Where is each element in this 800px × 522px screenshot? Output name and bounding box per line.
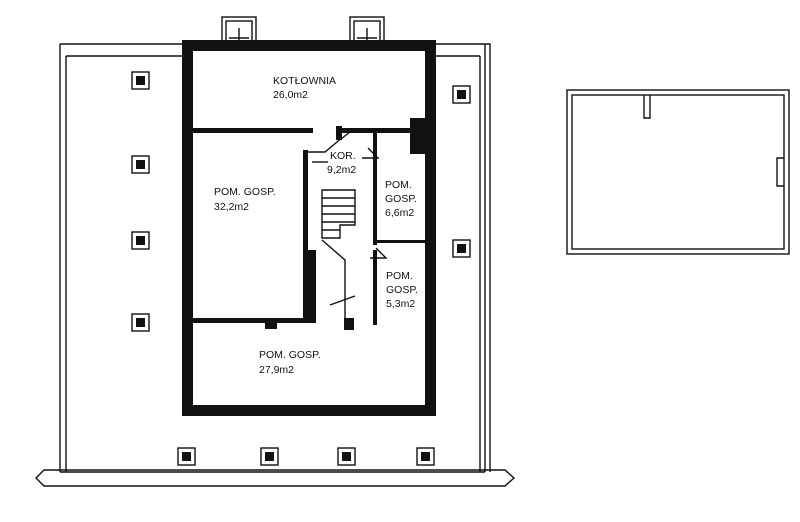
- room-area-pom-gosp-large: 32,2m2: [214, 201, 249, 213]
- room-area-pom-gosp-a: 6,6m2: [385, 207, 414, 219]
- room-area-korytarz: 9,2m2: [327, 164, 356, 176]
- room-name-pom-gosp-a-line2: GOSP.: [385, 193, 417, 205]
- room-name-pom-gosp-bottom: POM. GOSP.: [259, 349, 321, 361]
- room-area-pom-gosp-b: 5,3m2: [386, 298, 415, 310]
- terrace-outline: [35, 43, 516, 487]
- stairs: [308, 131, 388, 318]
- interior-walls: [193, 118, 430, 330]
- room-name-pom-gosp-large: POM. GOSP.: [214, 186, 276, 198]
- room-name-kotlownia: KOTŁOWNIA: [273, 75, 336, 87]
- room-area-kotlownia: 26,0m2: [273, 89, 308, 101]
- room-name-pom-gosp-b-line2: GOSP.: [386, 284, 418, 296]
- key-plan: [566, 89, 790, 255]
- room-name-korytarz: KOR.: [330, 150, 356, 162]
- room-name-pom-gosp-b-line1: POM.: [386, 270, 413, 282]
- room-name-pom-gosp-a-line1: POM.: [385, 179, 412, 191]
- room-labels: KOTŁOWNIA 26,0m2 KOR. 9,2m2 POM. GOSP. 3…: [214, 75, 418, 376]
- exterior-walls: [182, 40, 436, 416]
- columns: [131, 71, 471, 466]
- room-area-pom-gosp-bottom: 27,9m2: [259, 364, 294, 376]
